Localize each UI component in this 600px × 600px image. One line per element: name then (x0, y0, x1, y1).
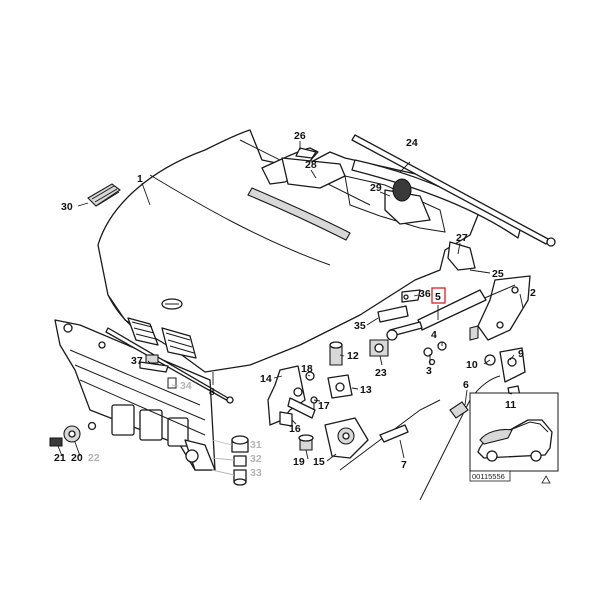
callout-33[interactable]: 33 (250, 467, 262, 479)
callout-37[interactable]: 37 (131, 355, 143, 367)
lock-assembly (267, 339, 501, 501)
callout-32[interactable]: 32 (250, 453, 262, 465)
front-panel (54, 319, 249, 486)
callout-25[interactable]: 25 (492, 268, 504, 280)
callout-15[interactable]: 15 (313, 456, 325, 468)
callout-19[interactable]: 19 (293, 456, 305, 468)
callout-5-highlight (431, 287, 446, 304)
callout-13[interactable]: 13 (360, 384, 372, 396)
callout-2[interactable]: 2 (530, 287, 536, 299)
callout-22[interactable]: 22 (88, 452, 100, 464)
rubber-buffers (49, 421, 97, 447)
reference-inset: 00115556 (469, 392, 559, 484)
callout-6[interactable]: 6 (463, 379, 469, 391)
reference-number: 00115556 (472, 472, 505, 481)
callout-16[interactable]: 16 (289, 423, 301, 435)
callout-30[interactable]: 30 (61, 201, 73, 213)
callout-24[interactable]: 24 (406, 137, 418, 149)
callout-8[interactable]: 8 (209, 386, 215, 398)
callout-21[interactable]: 21 (54, 452, 66, 464)
callout-35[interactable]: 35 (354, 320, 366, 332)
callout-7[interactable]: 7 (401, 459, 407, 471)
hinge-and-strut (377, 275, 531, 399)
callout-11[interactable]: 11 (505, 399, 516, 411)
callout-36[interactable]: 36 (419, 288, 431, 300)
callout-9[interactable]: 9 (518, 348, 524, 360)
callout-31[interactable]: 31 (250, 439, 262, 451)
callout-34[interactable]: 34 (180, 380, 192, 392)
callout-14[interactable]: 14 (260, 373, 272, 385)
callout-5[interactable]: 5 (435, 291, 441, 303)
callout-10[interactable]: 10 (466, 359, 478, 371)
callout-26[interactable]: 26 (294, 130, 306, 142)
leader-lines (57, 141, 524, 476)
callout-17[interactable]: 17 (318, 400, 330, 412)
callout-18[interactable]: 18 (301, 363, 313, 375)
callout-20[interactable]: 20 (71, 452, 83, 464)
grille-insert (87, 183, 121, 207)
callout-4[interactable]: 4 (431, 329, 437, 341)
callout-29[interactable]: 29 (370, 182, 382, 194)
callout-labels: 1 2 3 4 5 6 7 8 9 10 11 12 13 14 15 16 1… (54, 130, 536, 479)
callout-27[interactable]: 27 (456, 232, 468, 244)
callout-28[interactable]: 28 (305, 159, 317, 171)
seal-strips (261, 134, 556, 271)
callout-3[interactable]: 3 (426, 365, 432, 377)
callout-1[interactable]: 1 (137, 173, 143, 185)
callout-23[interactable]: 23 (375, 367, 387, 379)
callout-12[interactable]: 12 (347, 350, 359, 362)
